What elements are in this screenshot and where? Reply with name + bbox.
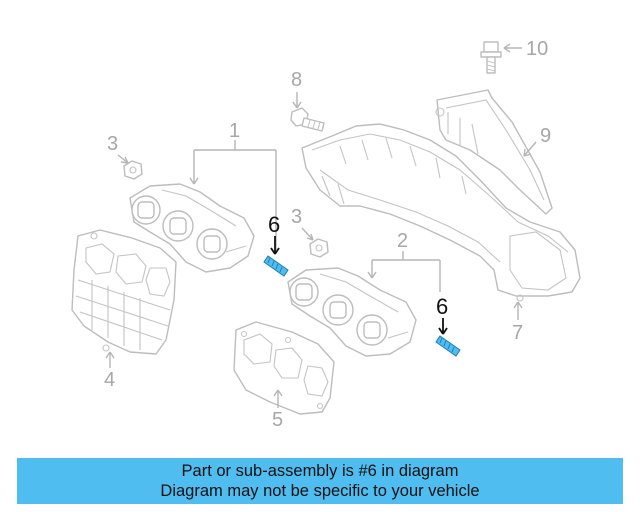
callout-10-label: 10 [526, 38, 548, 60]
callout-7-label: 7 [512, 322, 523, 344]
part-3b-nut [309, 238, 329, 258]
parts-diagram: 10 9 8 7 3 [71, 38, 581, 431]
callout-8: 8 [291, 69, 302, 109]
banner-line-part: Part or sub-assembly is #6 in diagram [181, 462, 459, 480]
part-7-heat-shield [301, 123, 581, 302]
callout-6a-label: 6 [268, 212, 280, 237]
part-10-bolt [480, 41, 502, 74]
part-9-bracket [435, 89, 553, 215]
part-6b-stud [435, 335, 461, 357]
part-3a-nut [123, 160, 143, 180]
callout-2: 2 [367, 230, 441, 292]
callout-3a: 3 [107, 133, 129, 164]
callout-6b: 6 [436, 294, 448, 335]
banner-line-disclaimer: Diagram may not be specific to your vehi… [160, 482, 480, 500]
callout-5: 5 [272, 389, 283, 431]
callout-6a: 6 [268, 212, 280, 255]
part-2-manifold [287, 267, 417, 357]
part-1-manifold [129, 183, 255, 273]
callout-10: 10 [503, 38, 548, 60]
callout-4: 4 [104, 351, 115, 391]
callout-9: 9 [523, 125, 551, 157]
callout-1: 1 [189, 120, 277, 250]
callout-3b-label: 3 [291, 206, 302, 228]
part-5-gasket [233, 321, 335, 415]
callout-5-label: 5 [272, 409, 283, 431]
info-banner: Part or sub-assembly is #6 in diagram Di… [17, 458, 623, 504]
callout-7: 7 [512, 301, 523, 344]
callout-6b-label: 6 [436, 294, 448, 319]
callout-9-label: 9 [540, 125, 551, 147]
part-6a-stud [263, 255, 289, 277]
callout-1-label: 1 [229, 120, 240, 142]
callout-8-label: 8 [291, 69, 302, 91]
callout-3b: 3 [291, 206, 314, 241]
part-4-shield [71, 229, 177, 355]
callout-4-label: 4 [104, 369, 115, 391]
part-8-bolt [290, 107, 325, 132]
callout-3a-label: 3 [107, 133, 118, 155]
callout-2-label: 2 [397, 230, 408, 252]
